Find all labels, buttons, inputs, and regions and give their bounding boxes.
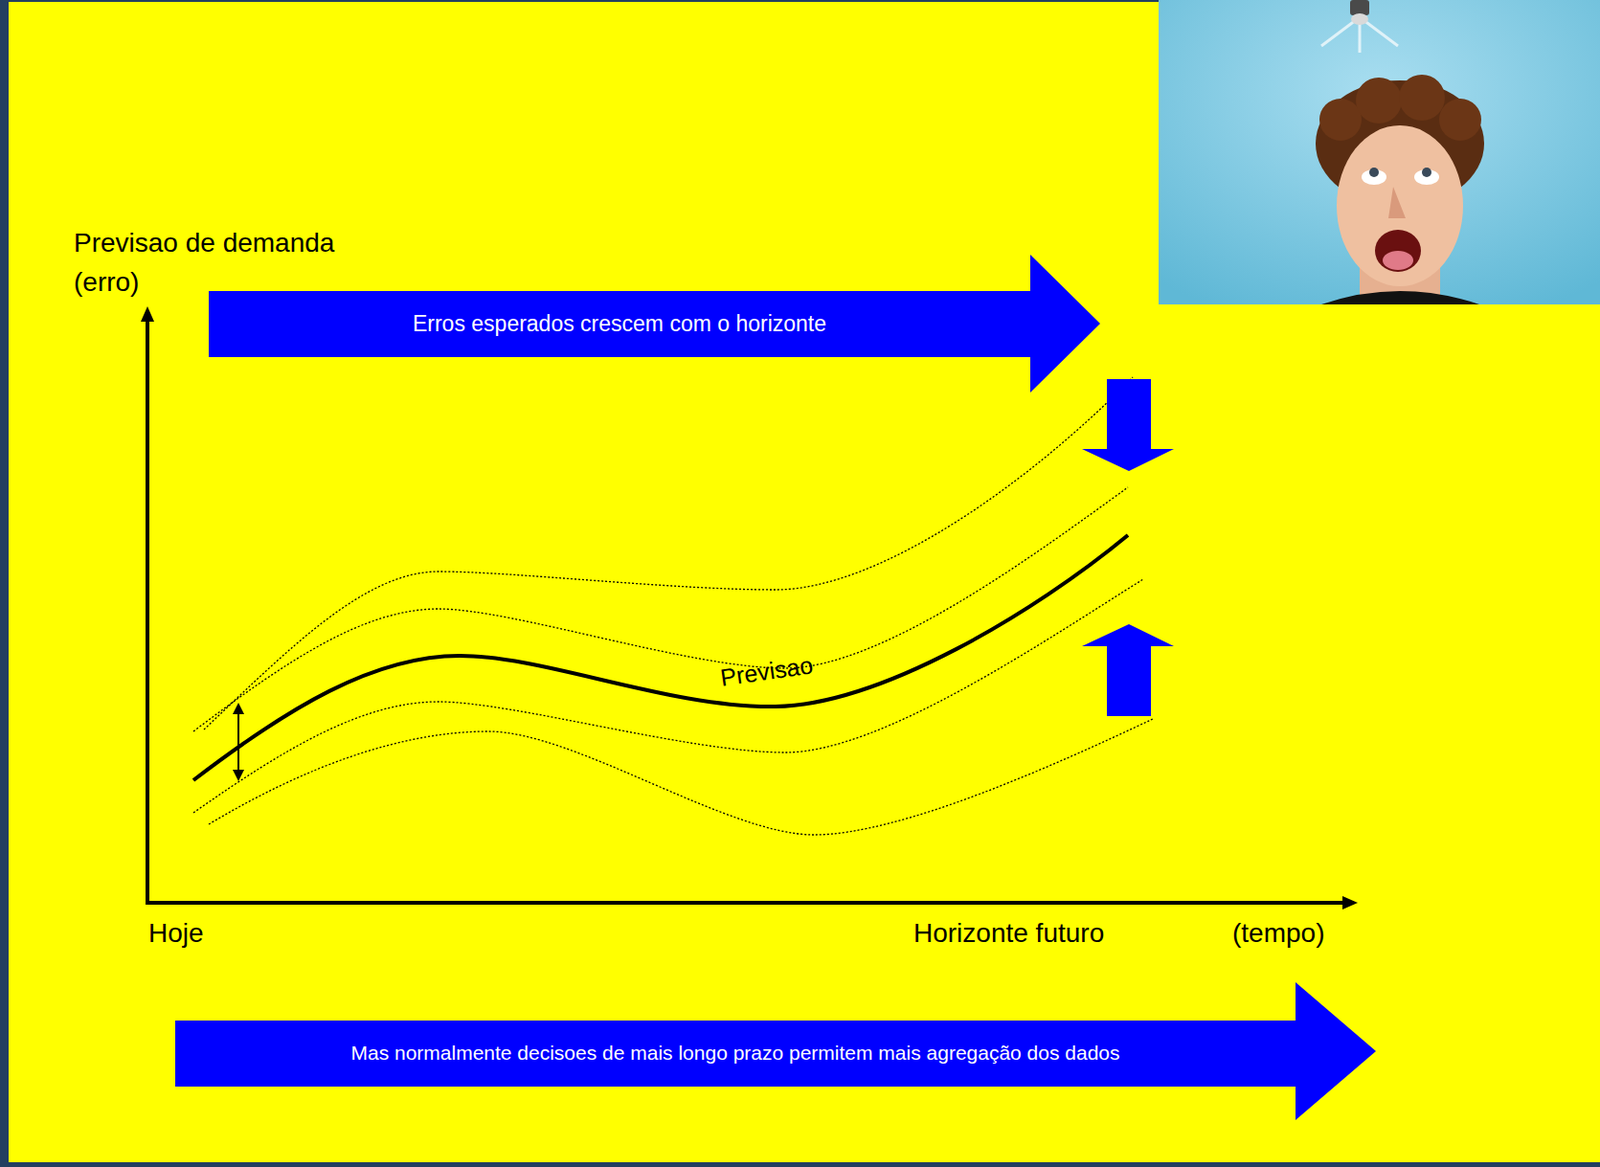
block-arrow: Erros esperados crescem com o horizonte bbox=[208, 254, 1101, 393]
photo-illustration bbox=[1158, 0, 1600, 305]
axis-start-label: Hoje bbox=[148, 917, 204, 950]
axis-unit: (tempo) bbox=[1232, 917, 1325, 950]
error-width-marker bbox=[232, 702, 245, 782]
axis-unit: (erro) bbox=[73, 266, 139, 299]
down-arrow bbox=[1081, 379, 1174, 472]
arrow-text: Erros esperados crescem com o horizonte bbox=[208, 291, 1031, 358]
slide-background bbox=[8, 1, 1600, 1163]
arrow-fill bbox=[175, 982, 1376, 1121]
block-arrow: Mas normalmente decisoes de mais longo p… bbox=[175, 982, 1376, 1121]
axis-title: Previsao de demanda bbox=[73, 226, 335, 260]
forecast-curve bbox=[193, 535, 1128, 781]
error-bands bbox=[193, 377, 1153, 835]
axes bbox=[140, 306, 1358, 910]
arrow-text: Mas normalmente decisoes de mais longo p… bbox=[175, 1020, 1296, 1087]
up-arrow bbox=[1081, 624, 1174, 717]
curve-label: Previsao bbox=[718, 650, 814, 692]
axis-end-label: Horizonte futuro bbox=[913, 917, 1105, 950]
arrow-fill bbox=[208, 254, 1101, 393]
